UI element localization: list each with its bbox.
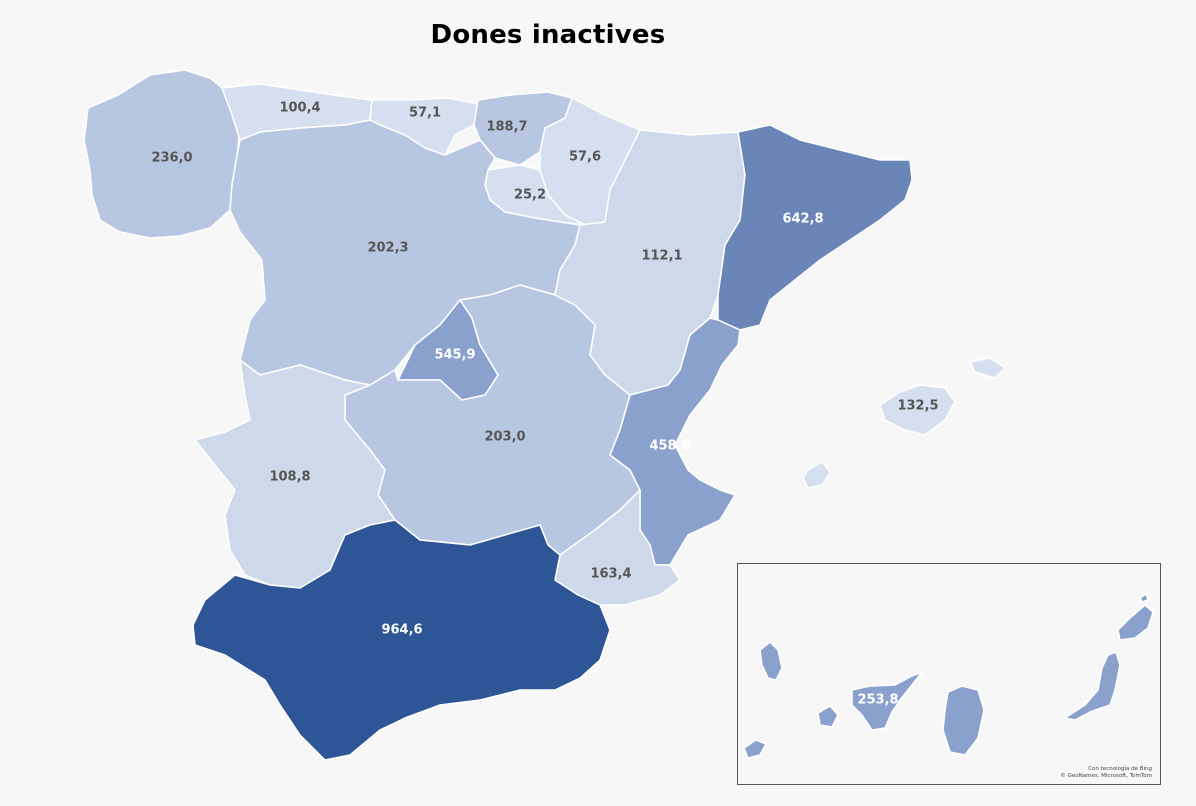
region-shape-canarias-5 [942, 685, 985, 756]
region-shape-baleares-1 [879, 384, 956, 436]
region-shape-andalucia [192, 519, 611, 761]
region-label-canarias: 253,8 [857, 693, 898, 708]
region-castilla-leon: 202,3 [229, 119, 581, 386]
region-label-aragon: 112,1 [641, 249, 682, 264]
region-shape-canarias-8 [1139, 593, 1149, 603]
region-shape-cataluna [717, 124, 913, 331]
region-castilla-la-mancha: 203,0 [344, 284, 641, 556]
region-label-cantabria: 57,1 [409, 106, 441, 121]
region-label-madrid: 545,9 [434, 348, 475, 363]
region-label-baleares: 132,5 [897, 399, 938, 414]
region-label-valencia: 458,8 [649, 439, 690, 454]
region-shape-baleares-3 [802, 461, 831, 489]
region-label-asturias: 100,4 [279, 101, 320, 116]
region-cantabria: 57,1 [369, 97, 479, 156]
region-label-navarra: 57,6 [569, 150, 601, 165]
region-label-pais-vasco: 188,7 [486, 120, 527, 135]
region-cataluna: 642,8 [717, 124, 913, 331]
region-label-extremadura: 108,8 [269, 470, 310, 485]
region-andalucia: 964,6 [192, 519, 611, 761]
region-label-la-rioja: 25,2 [514, 188, 546, 203]
region-label-murcia: 163,4 [590, 567, 631, 582]
region-shape-canarias-4 [851, 671, 923, 731]
region-label-castilla-la-mancha: 203,0 [484, 430, 525, 445]
region-shape-canarias-3 [743, 739, 767, 759]
region-shape-canarias-1 [759, 641, 783, 681]
region-baleares: 132,5 [802, 357, 1006, 489]
region-shape-canarias-6 [1064, 651, 1121, 721]
region-la-rioja: 25,2 [484, 164, 586, 226]
region-label-andalucia: 964,6 [381, 623, 422, 638]
region-galicia: 236,0 [83, 69, 241, 239]
map-title: Dones inactives [430, 20, 666, 50]
region-label-galicia: 236,0 [151, 151, 192, 166]
credit-line-1: Con tecnología de Bing [1088, 766, 1152, 772]
canary-islands-inset: Con tecnología de Bing © GeoNames, Micro… [737, 563, 1161, 785]
region-canarias: 253,8 [743, 593, 1154, 759]
region-shape-baleares-2 [969, 357, 1006, 379]
map-credit: Con tecnología de Bing © GeoNames, Micro… [1060, 766, 1152, 780]
region-label-castilla-leon: 202,3 [367, 241, 408, 256]
region-shape-canarias-7 [1117, 604, 1154, 641]
region-pais-vasco: 188,7 [473, 91, 573, 166]
region-shape-canarias-2 [817, 705, 839, 728]
region-label-cataluna: 642,8 [782, 212, 823, 227]
credit-line-2: © GeoNames, Microsoft, TomTom [1060, 773, 1152, 779]
